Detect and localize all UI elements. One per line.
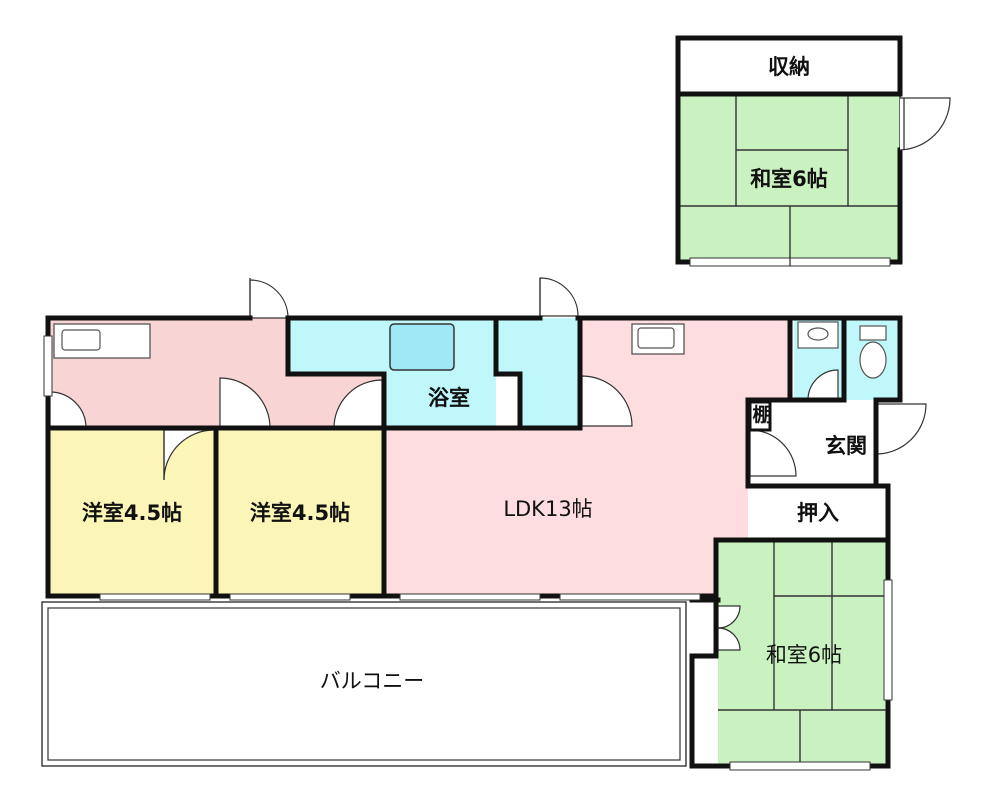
- shelf-box: [748, 400, 772, 432]
- windows: [43, 335, 893, 771]
- door-entrance-inner: [749, 429, 797, 477]
- washroom-floor: [288, 318, 384, 374]
- label-storage-top: 収納: [768, 55, 810, 79]
- label-entrance: 玄関: [825, 434, 867, 458]
- door-ldk: [581, 375, 633, 427]
- tatami-bottom: [718, 540, 888, 766]
- label-balcony: バルコニー: [320, 669, 425, 693]
- balcony: [41, 601, 687, 767]
- label-closet: 押入: [797, 501, 839, 525]
- label-youshitsu-1: 洋室4.5帖: [82, 501, 182, 525]
- toilet-bowl-icon: [859, 341, 887, 379]
- door-sink: [807, 369, 839, 401]
- sink-left-icon: [61, 329, 101, 351]
- youshitsu-1-floor: [48, 430, 216, 596]
- door-entry-upper-left: [249, 279, 289, 319]
- utility-floor: [496, 318, 580, 428]
- door-swings: [49, 277, 927, 651]
- door-washitsu-bottom-2: [717, 627, 741, 651]
- ldk-floor: [384, 318, 790, 596]
- label-shelf: 棚: [752, 403, 771, 426]
- washitsu-top-floor: [678, 94, 900, 262]
- label-youshitsu-2: 洋室4.5帖: [250, 501, 350, 525]
- youshitsu-2-floor: [218, 430, 384, 596]
- washitsu-bottom-floor: [718, 540, 888, 766]
- bathtub-icon: [389, 323, 455, 371]
- door-swing-top-right: [899, 97, 951, 151]
- fixtures: [53, 321, 887, 379]
- door-entry-upper-mid: [539, 277, 579, 317]
- labels: 浴室 洋室4.5帖 洋室4.5帖 LDK13帖 棚 玄関 押入 和室6帖 バルコ…: [82, 386, 867, 693]
- detached-room: 収納 和室6帖: [675, 35, 951, 267]
- door-entrance: [875, 403, 927, 455]
- toilet-tank-icon: [859, 325, 887, 341]
- sink-right-icon: [637, 327, 675, 349]
- label-washitsu-bottom: 和室6帖: [766, 643, 842, 667]
- label-ldk: LDK13帖: [503, 497, 592, 521]
- label-washitsu-top: 和室6帖: [750, 167, 828, 191]
- label-bath: 浴室: [428, 386, 470, 410]
